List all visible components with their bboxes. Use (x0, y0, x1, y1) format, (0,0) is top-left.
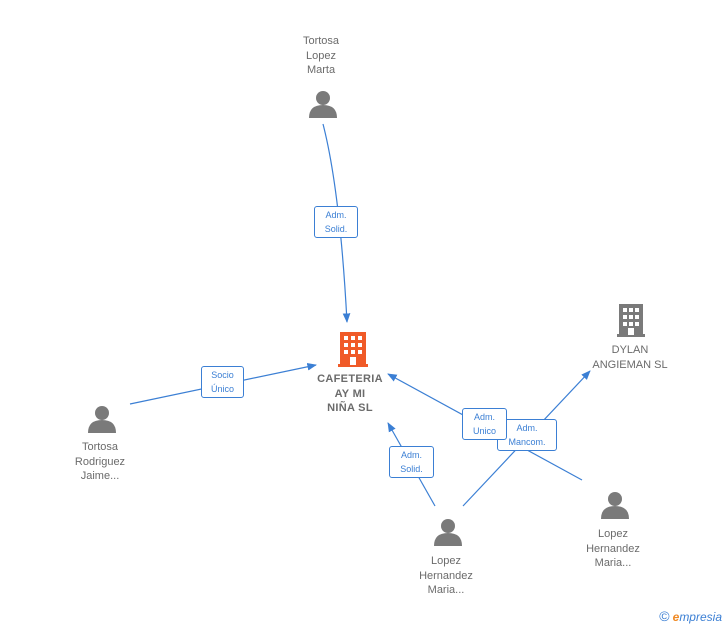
person-icon[interactable] (434, 519, 462, 546)
node-label-tortosa-lopez-marta[interactable]: Tortosa Lopez Marta (302, 35, 340, 76)
building-icon[interactable] (617, 304, 645, 337)
node-label-dylan[interactable]: DYLAN ANGIEMAN SL (592, 344, 668, 371)
edge-label-jaime-cafeteria[interactable]: Socio Único (201, 366, 244, 398)
edge-label-maria1-dylan[interactable]: Adm. Mancom. (497, 419, 557, 451)
building-icon[interactable] (338, 332, 368, 367)
edge-label-maria1-cafeteria[interactable]: Adm. Solid. (389, 446, 434, 478)
node-label-lopez-hernandez-1[interactable]: Lopez Hernandez Maria... (419, 555, 473, 596)
node-label-cafeteria[interactable]: CAFETERIA AY MI NIÑA SL (317, 373, 383, 414)
node-label-lopez-hernandez-2[interactable]: Lopez Hernandez Maria... (586, 528, 640, 569)
edge-label-maria2-cafeteria[interactable]: Adm. Unico (462, 408, 507, 440)
edge-label-marta-cafeteria[interactable]: Adm. Solid. (314, 206, 358, 238)
person-icon[interactable] (88, 406, 116, 433)
person-icon[interactable] (601, 492, 629, 519)
node-label-tortosa-rodriguez[interactable]: Tortosa Rodriguez Jaime... (74, 441, 126, 482)
copyright-icon: © (659, 608, 670, 624)
person-icon[interactable] (309, 91, 337, 118)
empresia-logo: ©empresia (659, 608, 722, 624)
